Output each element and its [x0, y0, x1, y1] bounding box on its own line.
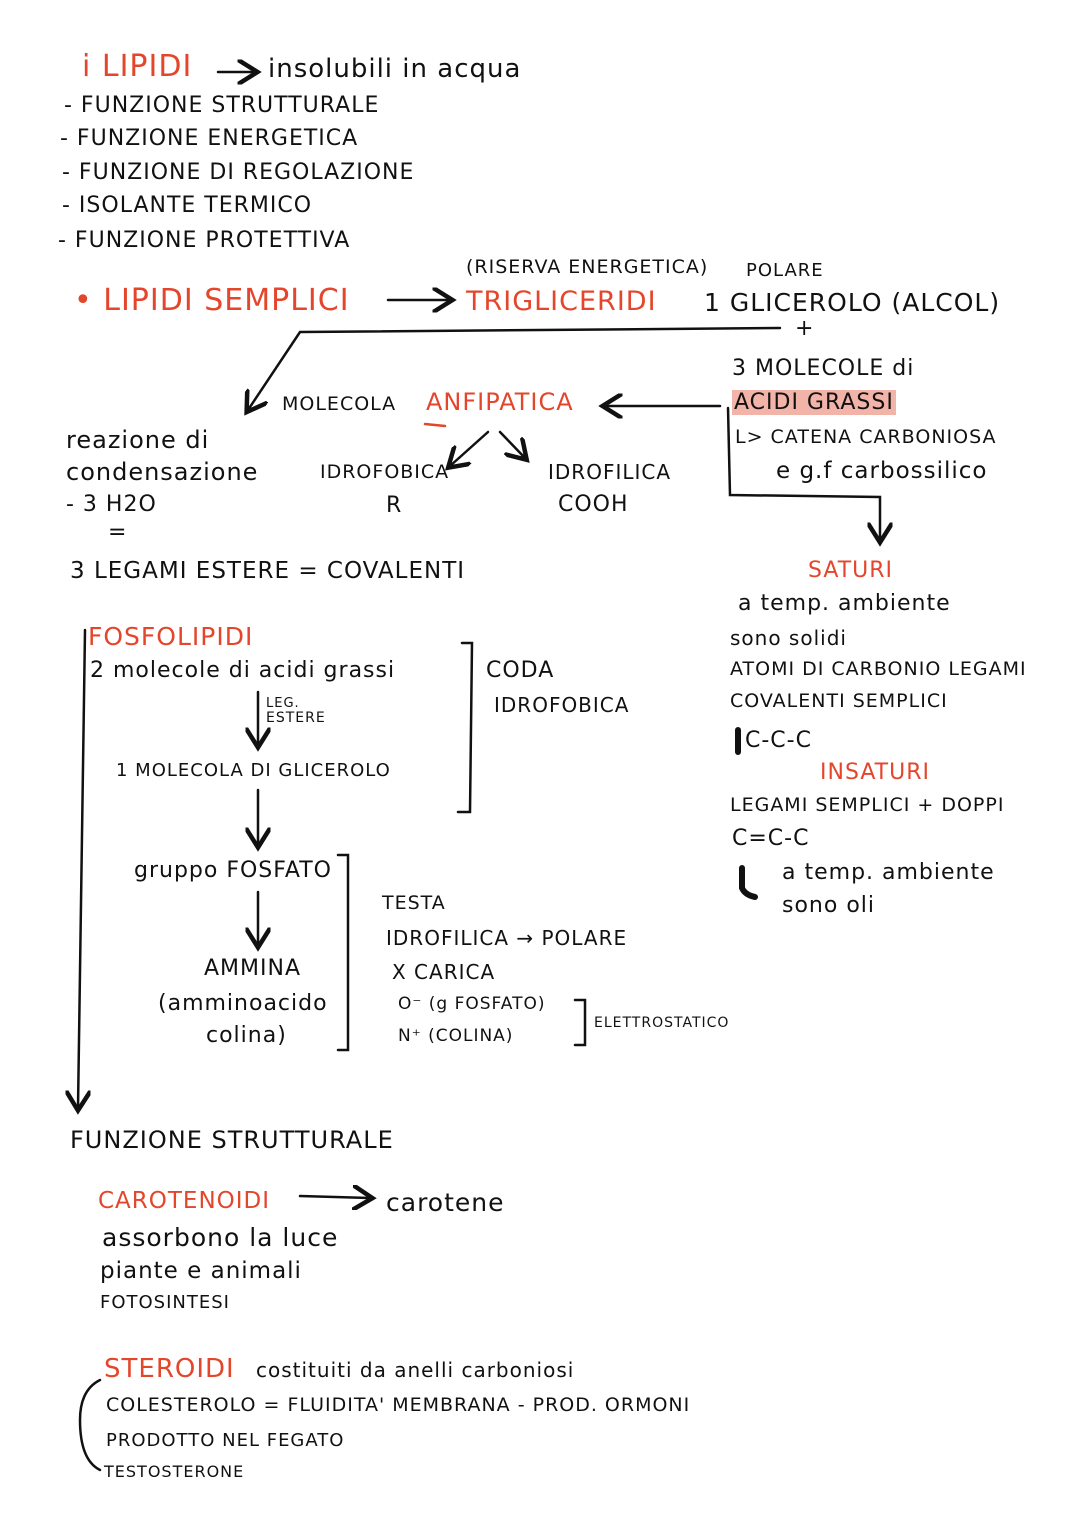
funzione-strutturale: FUNZIONE STRUTTURALE	[70, 1126, 394, 1154]
leg-label: LEG.	[266, 696, 300, 711]
plus-sign: +	[795, 316, 815, 341]
condensazione-label: condensazione	[66, 458, 259, 486]
riserva-label: (RISERVA ENERGETICA)	[466, 256, 709, 278]
colina-label: colina)	[206, 1023, 287, 1048]
r-label: R	[386, 493, 403, 518]
anfipatica-label: ANFIPATICA	[426, 388, 574, 416]
reazione-label: reazione di	[66, 426, 210, 454]
idrofobica-label: IDROFOBICA	[320, 461, 450, 483]
insaturi-line: sono oli	[782, 893, 876, 918]
testa-label: TESTA	[382, 892, 446, 914]
coda-idrofobica: IDROFOBICA	[494, 693, 630, 717]
insaturi-formula: C=C-C	[732, 826, 810, 851]
ammina-label: AMMINA	[204, 956, 302, 981]
steroidi-line: PRODOTTO NEL FEGATO	[106, 1430, 345, 1451]
molecole-label: 3 MOLECOLE di	[732, 356, 915, 381]
carotenoidi-line: piante e animali	[100, 1258, 302, 1284]
molecola-label: MOLECOLA	[282, 393, 397, 415]
steroidi-desc: costituiti da anelli carboniosi	[256, 1358, 575, 1382]
estere-label: ESTERE	[266, 710, 326, 726]
steroidi-line: COLESTEROLO = FLUIDITA' MEMBRANA - PROD.…	[106, 1394, 691, 1416]
carotenoidi-line: FOTOSINTESI	[100, 1292, 230, 1313]
glicerolo-label: 1 GLICEROLO (ALCOL)	[704, 288, 1001, 317]
n-label: N⁺ (COLINA)	[398, 1026, 514, 1046]
carotenoidi-line: assorbono la luce	[102, 1223, 339, 1252]
insaturi-line: LEGAMI SEMPLICI + DOPPI	[730, 794, 1005, 816]
saturi-title: SATURI	[808, 558, 894, 583]
insaturi-line: a temp. ambiente	[782, 860, 995, 885]
idrofilica-label: IDROFILICA	[548, 460, 672, 484]
saturi-line: ATOMI DI CARBONIO LEGAMI	[730, 658, 1027, 680]
saturi-formula: C-C-C	[745, 728, 812, 753]
page-title: i LIPIDI	[82, 49, 193, 84]
fosfolipidi-title: FOSFOLIPIDI	[88, 622, 254, 651]
saturi-line: COVALENTI SEMPLICI	[730, 690, 948, 712]
steroidi-line: TESTOSTERONE	[104, 1462, 245, 1481]
h2o-label: - 3 H2O	[66, 492, 157, 517]
catena-label: L> CATENA CARBONIOSA	[735, 426, 997, 448]
testa-idrofilica: IDROFILICA → POLARE	[386, 926, 628, 950]
function-item: - FUNZIONE PROTETTIVA	[58, 228, 351, 253]
fosfo-glicerolo: 1 MOLECOLA DI GLICEROLO	[116, 760, 391, 781]
function-item: - FUNZIONE DI REGOLAZIONE	[62, 160, 415, 185]
function-item: - ISOLANTE TERMICO	[62, 193, 313, 218]
trigliceridi-label: TRIGLICERIDI	[466, 286, 657, 317]
acidi-grassi-highlight: ACIDI GRASSI	[732, 390, 896, 415]
saturi-line: a temp. ambiente	[738, 591, 951, 616]
gruppo-fosfato: gruppo FOSFATO	[134, 858, 333, 883]
function-item: - FUNZIONE STRUTTURALE	[64, 93, 380, 118]
insaturi-title: INSATURI	[820, 760, 930, 785]
equals-sign: =	[108, 520, 128, 545]
saturi-line: sono solidi	[730, 626, 847, 650]
cooh-label: COOH	[558, 492, 629, 517]
gf-label: e g.f carbossilico	[776, 458, 988, 484]
page-subtitle: insolubili in acqua	[268, 54, 522, 84]
steroidi-title: STEROIDI	[104, 1354, 235, 1384]
amminoacido-label: (amminoacido	[158, 991, 328, 1016]
carotenoidi-title: CAROTENOIDI	[98, 1188, 271, 1214]
polare-label: POLARE	[746, 260, 824, 281]
o-label: O⁻ (g FOSFATO)	[398, 994, 546, 1014]
section-lipidi-semplici: • LIPIDI SEMPLICI	[74, 283, 350, 318]
carotene-label: carotene	[386, 1188, 505, 1217]
coda-label: CODA	[486, 658, 555, 683]
function-item: - FUNZIONE ENERGETICA	[60, 126, 359, 151]
fosfo-acidi: 2 molecole di acidi grassi	[90, 658, 396, 683]
elettrostatico-label: ELETTROSTATICO	[594, 1015, 730, 1031]
carica-label: X CARICA	[392, 960, 496, 984]
legami-label: 3 LEGAMI ESTERE = COVALENTI	[70, 558, 466, 584]
